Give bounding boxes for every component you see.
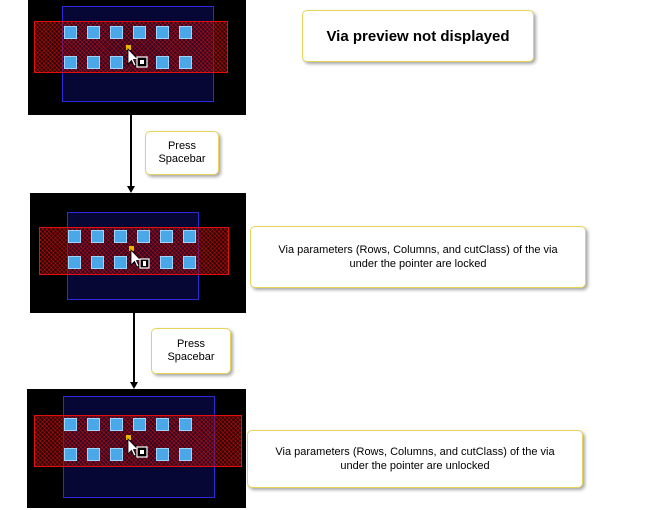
via-cut	[91, 230, 104, 243]
flow-arrow-shaft	[133, 313, 135, 383]
title-note-text: Via preview not displayed	[326, 27, 510, 45]
press-spacebar-note: Press Spacebar	[151, 328, 231, 374]
press-spacebar-text: Press Spacebar	[158, 140, 206, 165]
via-cut	[68, 256, 81, 269]
via-cut	[160, 230, 173, 243]
title-note: Via preview not displayed	[302, 10, 534, 62]
via-cut	[179, 448, 192, 461]
via-cut	[156, 26, 169, 39]
via-cut	[110, 418, 123, 431]
via-cut	[87, 56, 100, 69]
pointer-cursor-icon	[126, 45, 148, 68]
via-cut	[68, 230, 81, 243]
via-cut	[64, 448, 77, 461]
via-cut	[183, 230, 196, 243]
via-cut	[64, 56, 77, 69]
via-cut	[160, 256, 173, 269]
via-cut	[133, 26, 146, 39]
press-spacebar-text: Press Spacebar	[167, 338, 215, 363]
flow-arrow-head	[130, 382, 138, 389]
layout-panel-unlocked	[27, 389, 246, 508]
via-cut	[133, 418, 146, 431]
via-cut	[179, 418, 192, 431]
via-cut	[179, 56, 192, 69]
locked-note: Via parameters (Rows, Columns, and cutCl…	[250, 226, 586, 288]
via-cut	[87, 26, 100, 39]
flow-arrow-shaft	[130, 115, 132, 187]
via-cut	[110, 26, 123, 39]
via-cut	[87, 418, 100, 431]
via-cut	[156, 418, 169, 431]
unlocked-note: Via parameters (Rows, Columns, and cutCl…	[247, 430, 583, 488]
via-cut	[156, 56, 169, 69]
via-cut	[91, 256, 104, 269]
via-cut	[114, 256, 127, 269]
flow-arrow-head	[127, 186, 135, 193]
locked-note-text: Via parameters (Rows, Columns, and cutCl…	[278, 244, 558, 270]
via-cut	[137, 230, 150, 243]
layout-panel-preview-hidden	[28, 0, 246, 115]
via-cut	[114, 230, 127, 243]
via-cut	[183, 256, 196, 269]
press-spacebar-note: Press Spacebar	[145, 131, 219, 175]
via-cut	[110, 56, 123, 69]
unlocked-note-text: Via parameters (Rows, Columns, and cutCl…	[275, 446, 555, 472]
layout-panel-locked	[30, 193, 246, 313]
via-cut	[179, 26, 192, 39]
via-cut	[64, 26, 77, 39]
via-cut	[87, 448, 100, 461]
via-cut	[110, 448, 123, 461]
pointer-cursor-icon	[129, 246, 150, 269]
via-cut	[156, 448, 169, 461]
pointer-cursor-icon	[126, 435, 148, 458]
via-cut	[64, 418, 77, 431]
